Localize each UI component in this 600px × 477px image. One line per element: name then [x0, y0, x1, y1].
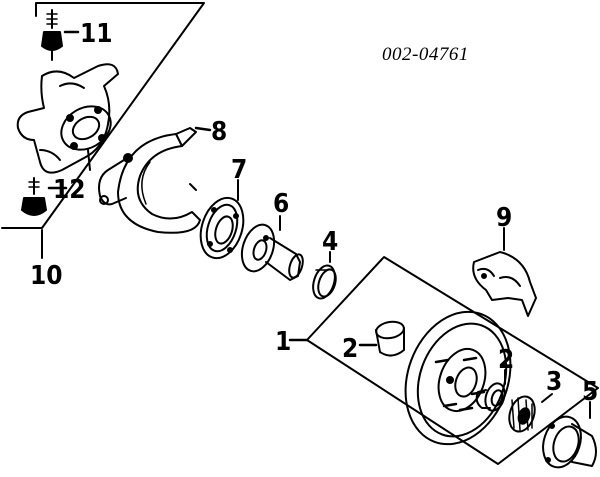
callout-3: 3	[546, 367, 562, 397]
hub-cap	[542, 401, 597, 469]
callout-2-inner: 2	[342, 334, 358, 364]
hub-rotor-frame	[288, 256, 599, 465]
callout-7: 7	[231, 155, 247, 185]
callout-9: 9	[496, 203, 512, 233]
reference-code: 002-04761	[382, 44, 469, 65]
callout-8: 8	[211, 117, 227, 147]
callout-1: 1	[275, 327, 291, 357]
lower-ball-joint	[21, 177, 68, 216]
callout-4: 4	[322, 227, 338, 257]
callout-2-outer: 2	[498, 345, 514, 375]
callout-10: 10	[30, 261, 63, 291]
callout-12: 12	[53, 175, 86, 205]
tone-ring	[199, 179, 245, 260]
callout-5: 5	[582, 377, 598, 407]
callout-6: 6	[273, 189, 289, 219]
seal	[312, 251, 337, 300]
knuckle-inset-frame	[1, 2, 205, 229]
callout-11: 11	[80, 19, 113, 49]
inner-bearing	[358, 320, 405, 357]
spindle	[240, 215, 304, 281]
steering-knuckle	[16, 63, 119, 174]
dust-shield	[98, 126, 212, 234]
outer-bearing	[475, 369, 506, 412]
spindle-nut	[508, 393, 553, 433]
brake-clip	[472, 227, 537, 317]
upper-ball-joint	[41, 9, 80, 61]
rotor	[404, 310, 512, 446]
